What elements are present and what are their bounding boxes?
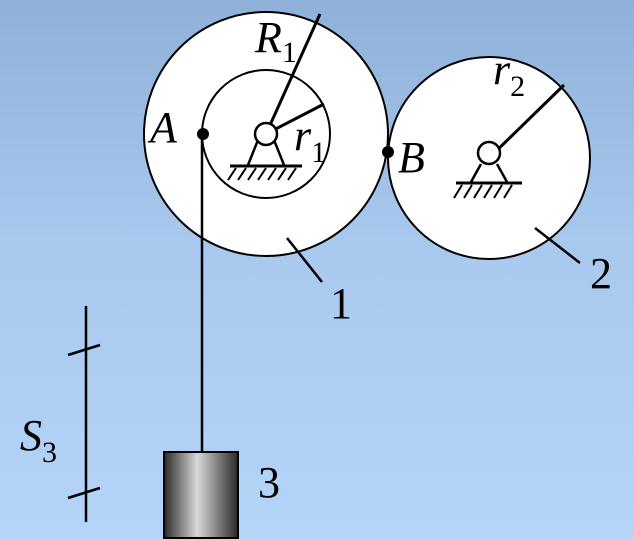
support-wheel-1	[227, 121, 302, 181]
s3-dimension	[67, 306, 101, 522]
label-A: A	[147, 103, 178, 152]
leader-wheel-1	[286, 237, 323, 283]
support-wheel-2	[453, 140, 522, 199]
label-block-3: 3	[258, 458, 280, 507]
leader-wheel-2	[534, 227, 581, 264]
radius-r2-line	[487, 83, 566, 160]
block-3	[163, 451, 239, 539]
radius-R1-line	[264, 13, 322, 135]
label-B: B	[398, 133, 425, 182]
label-r2: r2	[493, 45, 525, 103]
label-r1: r1	[294, 111, 326, 169]
label-wheel-1: 1	[330, 279, 352, 328]
label-wheel-2: 2	[590, 249, 612, 298]
label-R1: R1	[254, 13, 297, 69]
point-B-dot	[382, 146, 394, 158]
label-S3: S3	[20, 411, 57, 469]
